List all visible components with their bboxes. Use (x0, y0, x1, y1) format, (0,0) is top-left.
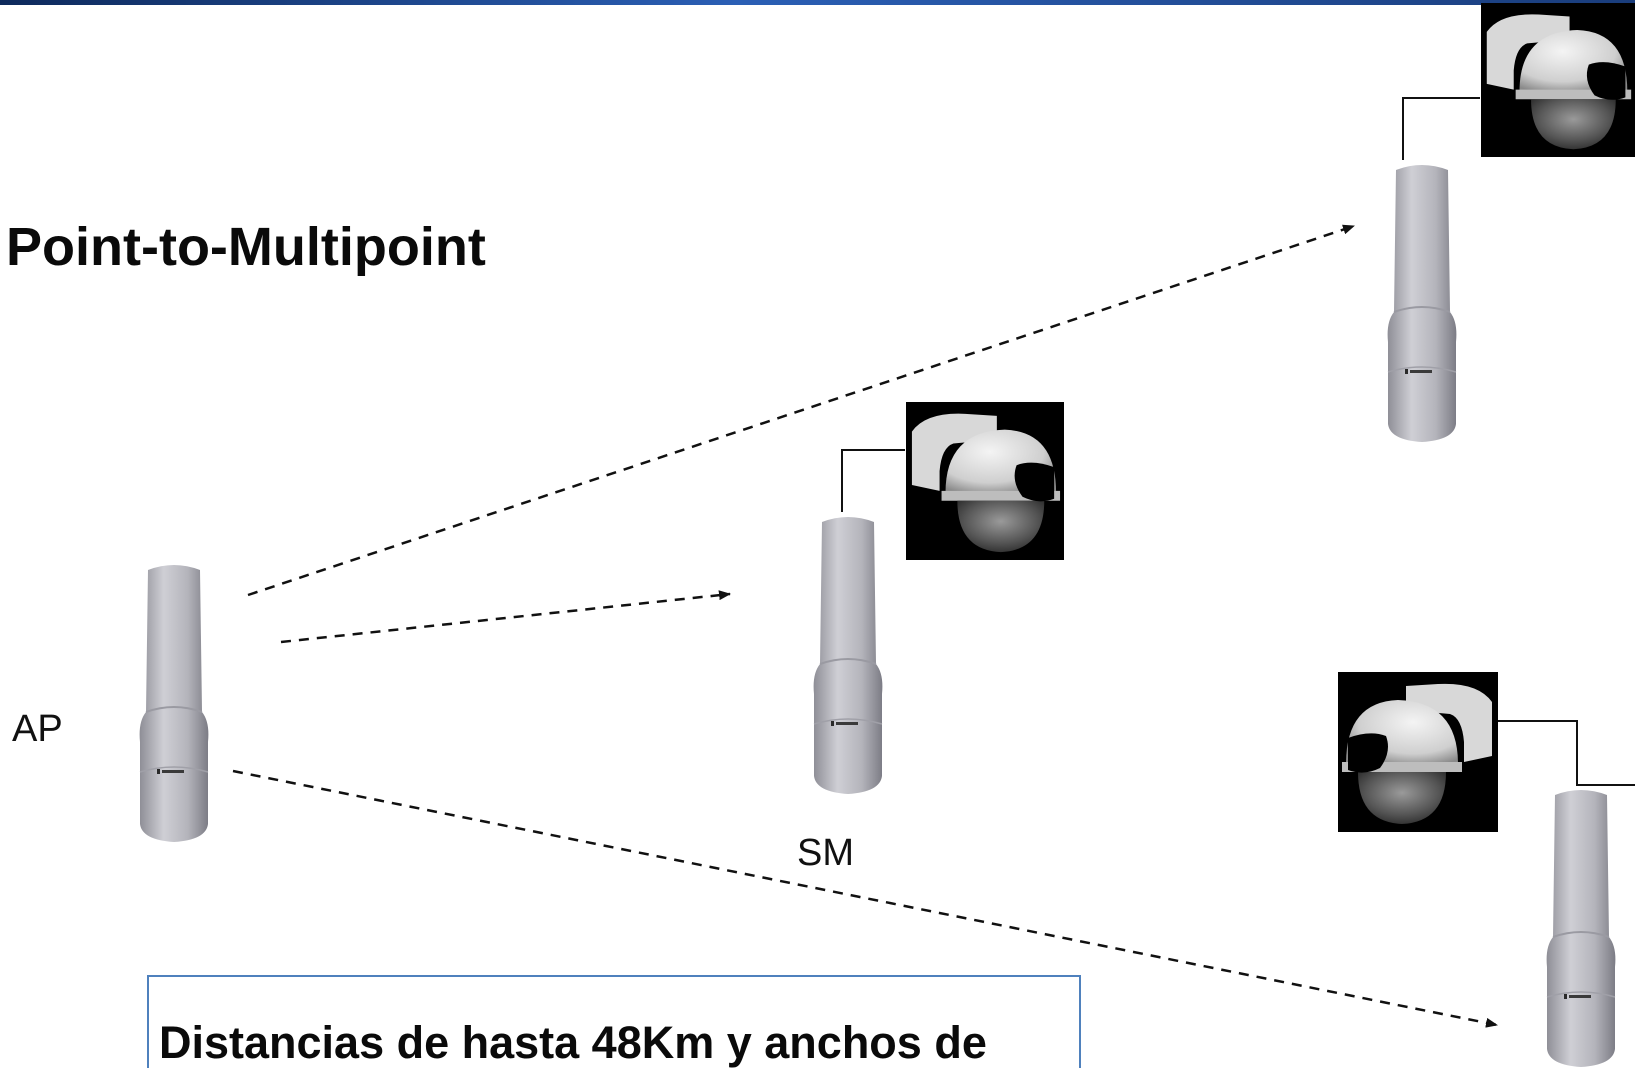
sm-radio-icon (812, 515, 884, 796)
sm-radio-icon (1386, 163, 1458, 444)
info-callout-box: Distancias de hasta 48Km y anchos de (147, 975, 1081, 1068)
camera-cable (1402, 97, 1480, 160)
sm-radio-icon (1545, 788, 1617, 1068)
dome-camera-icon (1338, 672, 1498, 832)
top-accent-bar (0, 0, 1635, 5)
dome-camera-icon (1481, 3, 1635, 157)
wireless-link-arrow (280, 590, 731, 644)
ap-radio-icon (138, 564, 210, 843)
slide-title: Point-to-Multipoint (6, 217, 486, 277)
info-callout-text: Distancias de hasta 48Km y anchos de (159, 1017, 987, 1068)
camera-cable (841, 449, 905, 512)
ap-label: AP (12, 708, 63, 750)
camera-cable (1498, 720, 1635, 786)
wireless-link-arrow (247, 224, 1355, 597)
dome-camera-icon (906, 402, 1064, 560)
sm-label: SM (797, 832, 854, 874)
